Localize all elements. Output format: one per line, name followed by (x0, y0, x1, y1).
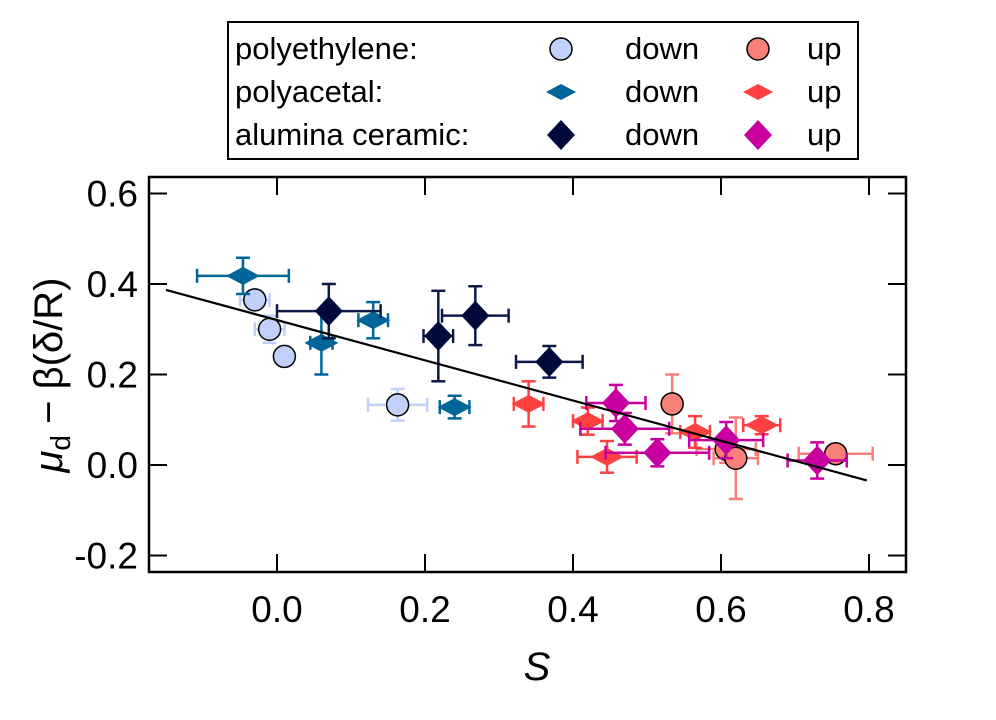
data-point (678, 422, 713, 441)
x-tick-label: 0.6 (695, 589, 746, 630)
legend: polyethylene: down up polyacetal: down u… (227, 21, 859, 160)
legend-down-label: down (625, 74, 700, 109)
diamond-marker-icon (744, 120, 772, 150)
data-point (610, 413, 639, 444)
data-point (356, 311, 391, 330)
data-point (272, 344, 297, 369)
x-tick-label: 0.2 (399, 589, 450, 630)
legend-down-label: down (625, 31, 700, 66)
y-title-rest: − β(δ/R) (27, 278, 71, 436)
legend-label: alumina ceramic: (235, 117, 470, 152)
plot-frame (147, 175, 908, 574)
data-point (225, 266, 260, 285)
x-axis-title: S (524, 645, 551, 689)
y-tick-label: -0.2 (74, 536, 138, 577)
data-point (643, 437, 672, 468)
data-point (461, 300, 490, 331)
x-tick-label: 0.4 (547, 589, 598, 630)
legend-up-label: up (807, 31, 842, 66)
legend-row-polyethylene: polyethylene: down up (229, 28, 857, 70)
axis-ticks (149, 177, 906, 572)
data-layer (195, 256, 874, 501)
fit-line (165, 288, 868, 482)
y-tick-label: 0.0 (87, 445, 138, 486)
x-tick-label: 0.8 (843, 589, 894, 630)
data-point (424, 321, 453, 352)
data-point (314, 296, 343, 327)
y-title-sub: d (45, 435, 76, 451)
data-point (511, 394, 546, 413)
y-tick-label: 0.2 (87, 355, 138, 396)
y-axis-title: μd − β(δ/R) (27, 278, 76, 474)
data-point (590, 447, 625, 466)
data-point (437, 398, 472, 417)
data-point (257, 317, 282, 341)
data-point (385, 393, 410, 417)
series-alumina-ceramic-down (275, 282, 584, 383)
data-point (744, 416, 779, 435)
series-alumina-ceramic-up (579, 383, 849, 480)
y-title-mu: μ (27, 451, 71, 474)
series-polyacetal-down (195, 256, 472, 420)
data-point (660, 392, 684, 416)
data-point (712, 425, 741, 456)
legend-row-polyacetal: polyacetal: down up (229, 71, 857, 113)
legend-up-label: up (807, 117, 842, 152)
circle-marker-icon (549, 37, 573, 61)
x-tick-label: 0.0 (251, 589, 302, 630)
svg-text:μd − β(δ/R): μd − β(δ/R) (27, 278, 76, 474)
flat-diamond-marker-icon (546, 84, 576, 100)
circle-marker-icon (746, 37, 770, 61)
legend-down-label: down (625, 117, 700, 152)
data-point (570, 412, 605, 431)
tick-labels: 0.0 0.2 0.4 0.6 0.8 -0.2 0.0 0.2 0.4 0.6 (74, 174, 894, 631)
y-tick-label: 0.4 (87, 264, 138, 305)
data-point (243, 288, 267, 312)
y-tick-label: 0.6 (87, 174, 138, 215)
data-point (535, 346, 564, 377)
legend-label: polyethylene: (235, 31, 418, 66)
legend-up-label: up (807, 74, 842, 109)
diamond-marker-icon (547, 120, 575, 150)
flat-diamond-marker-icon (743, 84, 773, 100)
legend-row-alumina-ceramic: alumina ceramic: down up (229, 114, 857, 156)
legend-label: polyacetal: (235, 74, 384, 109)
